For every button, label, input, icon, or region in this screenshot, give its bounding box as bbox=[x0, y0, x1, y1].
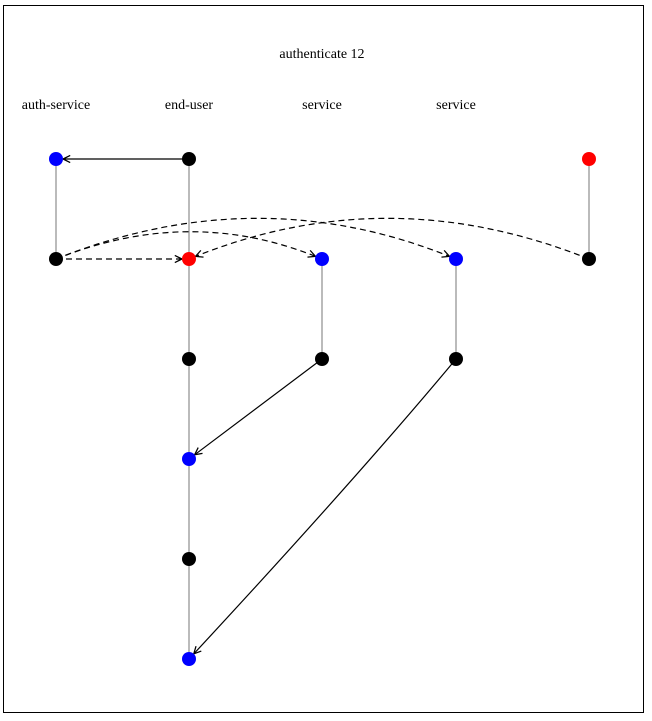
black-node bbox=[182, 552, 196, 566]
message-arrow-s1b-to-u3 bbox=[195, 358, 323, 455]
lane-label-service-2: service bbox=[436, 98, 476, 113]
message-arrow-a1-to-s2a bbox=[55, 217, 450, 260]
diagram-title: authenticate 12 bbox=[279, 47, 364, 62]
blue-node bbox=[182, 452, 196, 466]
black-node bbox=[182, 152, 196, 166]
black-node bbox=[49, 252, 63, 266]
blue-node bbox=[182, 652, 196, 666]
messages-layer bbox=[55, 159, 590, 654]
lane-label-end-user: end-user bbox=[165, 98, 214, 113]
black-node bbox=[182, 352, 196, 366]
lane-label-service-1: service bbox=[302, 98, 342, 113]
nodes-layer bbox=[49, 152, 596, 666]
lifelines-layer bbox=[55, 159, 590, 659]
message-arrow-s2b-to-u5 bbox=[194, 358, 457, 654]
black-node bbox=[449, 352, 463, 366]
red-node bbox=[582, 152, 596, 166]
blue-node bbox=[449, 252, 463, 266]
blue-node bbox=[315, 252, 329, 266]
black-node bbox=[315, 352, 329, 366]
blue-node bbox=[49, 152, 63, 166]
message-arrow-x1-to-u1 bbox=[195, 217, 590, 260]
lane-label-auth-service: auth-service bbox=[22, 98, 90, 113]
black-node bbox=[582, 252, 596, 266]
red-node bbox=[182, 252, 196, 266]
